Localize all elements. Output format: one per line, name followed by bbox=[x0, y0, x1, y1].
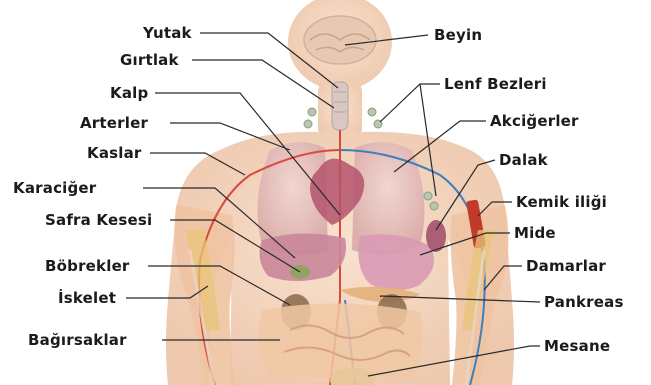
label-safra-kesesi: Safra Kesesi bbox=[45, 211, 152, 229]
label-beyin: Beyin bbox=[434, 26, 482, 44]
label-pankreas: Pankreas bbox=[544, 293, 624, 311]
label-kaslar: Kaslar bbox=[87, 144, 142, 162]
label-bobrekler: Böbrekler bbox=[45, 257, 130, 275]
intestines bbox=[258, 303, 423, 378]
label-kalp: Kalp bbox=[110, 84, 148, 102]
brain bbox=[304, 16, 376, 64]
label-iskelet: İskelet bbox=[58, 289, 116, 307]
label-karaciger: Karaciğer bbox=[13, 179, 96, 197]
label-kemik-iligi: Kemik iliği bbox=[516, 193, 607, 211]
label-akcigerler: Akciğerler bbox=[490, 112, 579, 130]
label-girtlak: Gırtlak bbox=[120, 51, 179, 69]
throat bbox=[332, 82, 348, 130]
label-dalak: Dalak bbox=[499, 151, 548, 169]
stomach bbox=[358, 234, 434, 290]
label-yutak: Yutak bbox=[143, 24, 192, 42]
label-damarlar: Damarlar bbox=[526, 257, 606, 275]
label-lenf-bezleri: Lenf Bezleri bbox=[444, 75, 547, 93]
label-mide: Mide bbox=[514, 224, 556, 242]
label-arterler: Arterler bbox=[80, 114, 148, 132]
label-mesane: Mesane bbox=[544, 337, 610, 355]
label-bagirsaklar: Bağırsaklar bbox=[28, 331, 127, 349]
